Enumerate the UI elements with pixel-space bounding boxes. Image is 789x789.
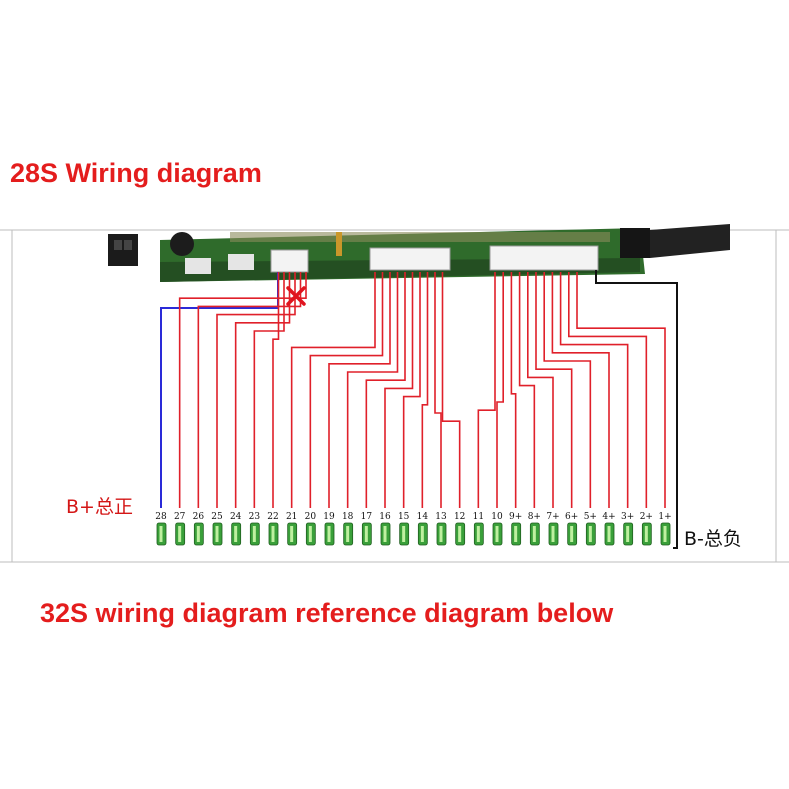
wire <box>272 272 280 508</box>
battery-cell-highlight <box>663 526 667 542</box>
wire <box>441 272 461 508</box>
battery-cell-highlight <box>290 526 294 542</box>
wire <box>253 272 285 508</box>
wire-b-minus <box>595 270 678 549</box>
wire <box>178 272 307 508</box>
wire <box>535 272 573 508</box>
battery-cell-highlight <box>476 526 480 542</box>
wire <box>496 272 504 508</box>
reference-caption: 32S wiring diagram reference diagram bel… <box>40 598 614 628</box>
battery-cell-highlight <box>346 526 350 542</box>
connector-1 <box>270 249 309 273</box>
wire <box>477 272 496 508</box>
wire-b-plus <box>160 272 279 508</box>
wire <box>551 272 610 508</box>
battery-cell-highlight <box>588 526 592 542</box>
wire <box>527 272 554 508</box>
cell-number-label: 17 <box>361 512 373 522</box>
wire <box>421 272 429 508</box>
cell-number-label: 12 <box>454 512 465 522</box>
wire <box>290 272 376 508</box>
battery-cell-highlight <box>271 526 275 542</box>
cell-number-label: 11 <box>473 512 484 522</box>
balance-wires <box>160 270 678 549</box>
cell-number-label: 6+ <box>565 512 578 522</box>
cell-number-label: 8+ <box>528 512 541 522</box>
battery-cell-highlight <box>308 526 312 542</box>
battery-cell-highlight <box>196 526 200 542</box>
cell-number-label: 18 <box>342 512 354 522</box>
wire <box>518 272 536 508</box>
battery-cell-highlight <box>215 526 219 542</box>
battery-cells: 28 27 26 25 24 23 22 21 20 19 18 17 16 15 14 13 12 11 10 9+… <box>155 512 672 546</box>
diagram-title: 28S Wiring diagram <box>10 158 262 188</box>
cell-number-label: 7+ <box>546 512 559 522</box>
wire <box>559 272 629 508</box>
b-plus-label: B+总正 <box>66 496 133 518</box>
battery-cell-highlight <box>458 526 462 542</box>
cell-number-label: 16 <box>379 512 391 522</box>
battery-cell-highlight <box>364 526 368 542</box>
battery-cell-highlight <box>626 526 630 542</box>
cell-number-label: 2+ <box>640 512 653 522</box>
battery-cell-highlight <box>439 526 443 542</box>
wire <box>576 272 666 508</box>
cell-number-label: 10 <box>491 512 503 522</box>
wire <box>384 272 414 508</box>
wire <box>346 272 399 508</box>
battery-cell-highlight <box>383 526 387 542</box>
balance-connectors <box>270 245 599 273</box>
battery-cell-highlight <box>327 526 331 542</box>
cell-number-label: 9+ <box>509 512 522 522</box>
cell-number-label: 13 <box>435 512 447 522</box>
battery-cell-highlight <box>551 526 555 542</box>
cell-number-label: 3+ <box>621 512 634 522</box>
battery-cell-highlight <box>234 526 238 542</box>
cell-number-label: 5+ <box>584 512 597 522</box>
cell-number-label: 25 <box>211 512 223 522</box>
cell-number-label: 1+ <box>658 512 671 522</box>
cell-number-label: 22 <box>267 512 278 522</box>
wire <box>543 272 592 508</box>
battery-cell-highlight <box>252 526 256 542</box>
balance-plug <box>108 234 138 266</box>
battery-cell-highlight <box>514 526 518 542</box>
battery-cell-highlight <box>532 526 536 542</box>
cross-mark <box>286 286 306 306</box>
battery-cell-highlight <box>570 526 574 542</box>
wire <box>434 272 442 508</box>
cell-number-label: 4+ <box>602 512 615 522</box>
wire <box>568 272 648 508</box>
connector-2 <box>369 247 451 271</box>
connector-3 <box>489 245 599 271</box>
cell-number-label: 28 <box>155 512 167 522</box>
cell-number-label: 23 <box>249 512 261 522</box>
cell-number-label: 20 <box>305 512 317 522</box>
cell-number-label: 26 <box>193 512 205 522</box>
battery-cell-highlight <box>607 526 611 542</box>
battery-cell-highlight <box>495 526 499 542</box>
cell-number-label: 21 <box>286 512 297 522</box>
wire <box>328 272 391 508</box>
cell-number-label: 19 <box>323 512 335 522</box>
cell-number-label: 27 <box>174 512 186 522</box>
battery-cell-highlight <box>420 526 424 542</box>
battery-cell-highlight <box>402 526 406 542</box>
wire <box>510 272 517 508</box>
wire <box>402 272 421 508</box>
cell-number-label: 14 <box>417 512 429 522</box>
wire <box>309 272 384 508</box>
battery-cell-highlight <box>644 526 648 542</box>
wire <box>234 272 291 508</box>
cell-number-label: 15 <box>398 512 410 522</box>
battery-cell-highlight <box>178 526 182 542</box>
b-minus-label: B-总负 <box>684 528 742 550</box>
cell-number-label: 24 <box>230 512 242 522</box>
wire <box>365 272 406 508</box>
battery-cell-highlight <box>159 526 163 542</box>
